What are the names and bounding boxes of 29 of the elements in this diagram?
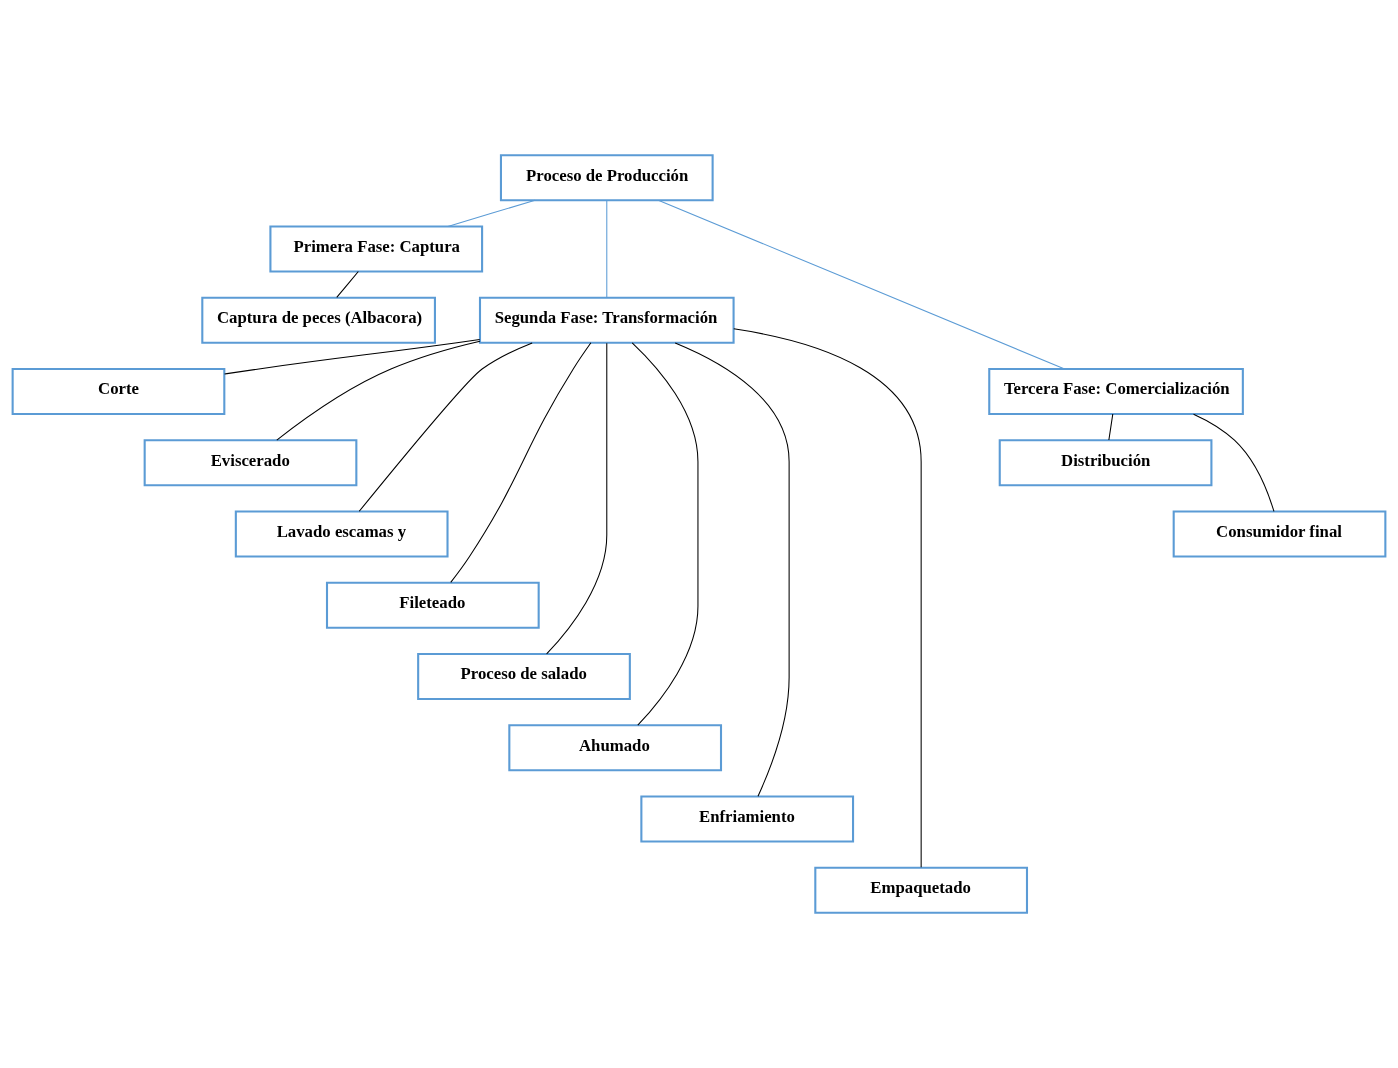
connector — [1193, 413, 1275, 512]
node-box: Segunda Fase: Transformación — [478, 296, 735, 344]
node-box: Eviscerado — [143, 439, 358, 487]
node-box: Tercera Fase: Comercialización — [988, 367, 1244, 416]
connector — [1108, 413, 1114, 441]
connector — [450, 342, 592, 583]
connector — [276, 340, 481, 441]
connector — [606, 199, 608, 298]
node-box: Consumidor final — [1172, 510, 1387, 558]
node-box: Enfriamiento — [640, 795, 855, 843]
node-box: Fileteado — [325, 581, 540, 629]
connector — [546, 342, 608, 655]
node-box: Distribución — [998, 439, 1213, 487]
connector — [224, 339, 481, 375]
node-box: Lavado escamas y — [234, 510, 449, 558]
connector — [631, 342, 699, 726]
node-box: Primera Fase: Captura — [269, 225, 484, 273]
connector — [358, 342, 533, 512]
connector — [733, 328, 922, 868]
connector — [658, 199, 1065, 370]
connector — [447, 199, 536, 227]
connector — [674, 342, 790, 797]
node-box: Proceso de salado — [417, 652, 631, 701]
node-box: Ahumado — [508, 724, 723, 772]
connector — [336, 271, 359, 298]
node-box: Corte — [11, 367, 226, 416]
node-box: Captura de peces (Albacora) — [201, 296, 436, 344]
node-box: Empaquetado — [814, 866, 1029, 914]
node-box: Proceso de Producción — [499, 154, 714, 202]
